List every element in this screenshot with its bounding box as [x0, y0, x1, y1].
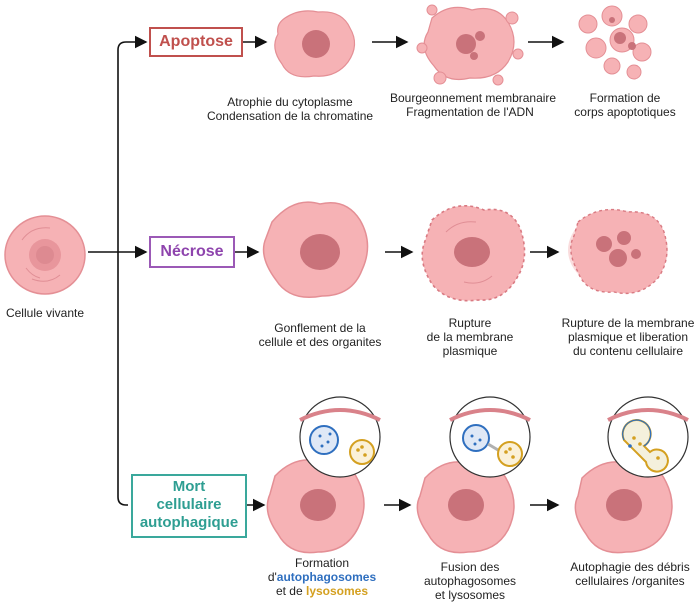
- autophagie-step1-prefix: d': [267, 570, 277, 584]
- apoptose-step1-line2: Condensation de la chromatine: [206, 109, 374, 123]
- living-cell-icon: [4, 215, 86, 295]
- autophagie-step3-line2: cellulaires /organites: [575, 574, 685, 588]
- autophagie-step1-line3: et de lysosomes: [262, 584, 382, 598]
- necrose-step3-line2: plasmique et liberation: [567, 330, 689, 344]
- autophagie-step2-line2: autophagosomes: [423, 574, 517, 588]
- released-content-icon: [568, 208, 668, 295]
- zoom-inset-2-icon: [449, 396, 531, 478]
- necrose-label: Nécrose: [149, 236, 235, 268]
- necrose-step3-line3: du contenu cellulaire: [572, 344, 684, 358]
- zoom-inset-3-icon: [607, 396, 689, 478]
- lysosomes-term: lysosomes: [306, 584, 369, 598]
- necrose-step2-line1: Rupture: [448, 316, 492, 330]
- apoptose-step1-caption: Atrophie du cytoplasme Condensation de l…: [200, 95, 380, 123]
- necrose-step1-line1: Gonflement de la: [274, 321, 366, 335]
- zoom-inset-1-icon: [299, 396, 381, 478]
- autophagie-step3-line1: Autophagie des débris: [570, 560, 690, 574]
- necrose-step1-line2: cellule et des organites: [258, 335, 382, 349]
- autophagic-cell-1-icon: [266, 459, 365, 554]
- autophagie-step1-line2: d'autophagosomes: [262, 570, 382, 584]
- blebbing-cell-icon: [416, 4, 524, 86]
- autophagie-step2-line1: Fusion des: [440, 560, 500, 574]
- necrose-step3-caption: Rupture de la membrane plasmique et libe…: [556, 316, 700, 358]
- branch-connector: [88, 35, 148, 506]
- autophagie-step3-caption: Autophagie des débris cellulaires /organ…: [560, 560, 700, 588]
- autophagie-label-line3: autophagique: [139, 514, 239, 531]
- autophagie-step1-line1: Formation: [294, 556, 350, 570]
- apoptose-step2-line1: Bourgeonnement membranaire: [390, 91, 557, 105]
- atrophied-cell-icon: [274, 10, 356, 78]
- necrose-step2-line3: plasmique: [442, 344, 498, 358]
- living-cell-caption: Cellule vivante: [5, 306, 85, 320]
- apoptose-step1-line1: Atrophie du cytoplasme: [227, 95, 353, 109]
- apoptotic-bodies-icon: [578, 5, 652, 80]
- necrose-step2-line2: de la membrane: [426, 330, 514, 344]
- ruptured-membrane-icon: [421, 204, 526, 302]
- autophagie-label-line2: cellulaire: [156, 496, 222, 513]
- autophagie-label-line1: Mort: [172, 478, 206, 495]
- necrose-step3-line1: Rupture de la membrane: [561, 316, 695, 330]
- swollen-cell-icon: [262, 201, 369, 298]
- autophagic-cell-3-icon: [574, 461, 673, 554]
- apoptose-step3-caption: Formation de corps apoptotiques: [565, 91, 685, 119]
- necrose-step1-caption: Gonflement de la cellule et des organite…: [240, 321, 400, 349]
- apoptose-step2-line2: Fragmentation de l'ADN: [406, 105, 534, 119]
- autophagie-step1-caption: Formation d'autophagosomes et de lysosom…: [262, 556, 382, 598]
- autophagie-label: Mort cellulaire autophagique: [131, 474, 247, 538]
- apoptose-step3-line2: corps apoptotiques: [574, 105, 676, 119]
- autophagie-step2-line3: et lysosomes: [434, 588, 506, 602]
- autophagic-cell-2-icon: [416, 461, 515, 554]
- autophagie-step2-caption: Fusion des autophagosomes et lysosomes: [415, 560, 525, 602]
- necrose-step2-caption: Rupture de la membrane plasmique: [415, 316, 525, 358]
- autophagosomes-term: autophagosomes: [276, 570, 377, 584]
- apoptose-step3-line1: Formation de: [589, 91, 661, 105]
- apoptose-step2-caption: Bourgeonnement membranaire Fragmentation…: [390, 91, 557, 119]
- apoptose-label: Apoptose: [149, 27, 243, 57]
- autophagie-step1-and: et de: [275, 584, 303, 598]
